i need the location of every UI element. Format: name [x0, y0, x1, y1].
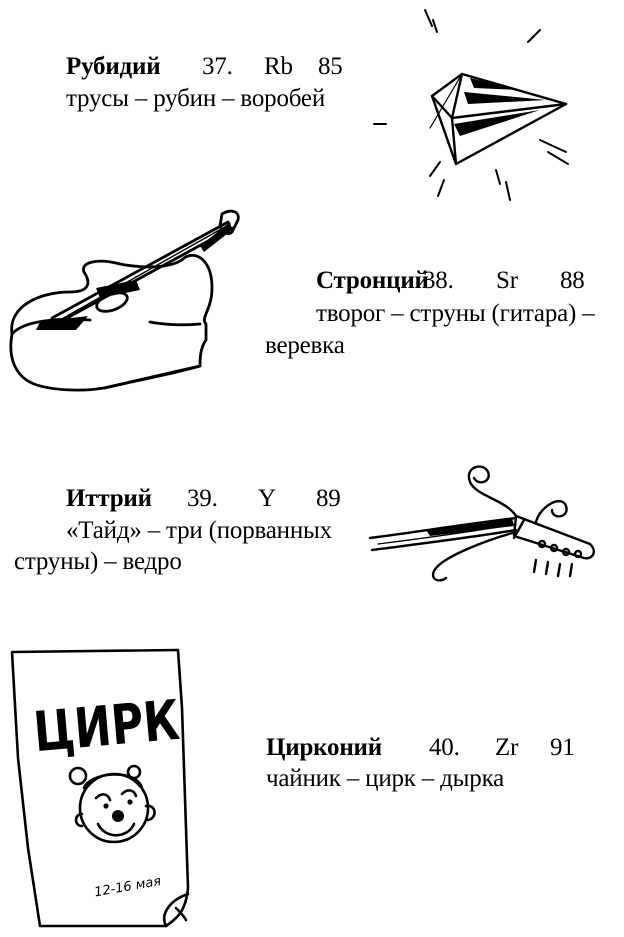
element-symbol: Rb: [264, 53, 293, 80]
element-mass: 88: [560, 267, 585, 294]
element-symbol: Sr: [496, 267, 518, 294]
entry-strontium-associations-1: творог – струны (гитара) –: [316, 300, 595, 327]
entry-zirconium-heading: Цирконий 40. Zr 91: [266, 733, 575, 763]
entry-rubidium-heading: Рубидий 37. Rb 85: [66, 52, 343, 82]
entry-yttrium-heading: Иттрий 39. Y 89: [66, 484, 341, 514]
entry-yttrium-associations-1: «Тайд» – три (порванных: [66, 517, 332, 544]
element-name: Стронций: [316, 267, 429, 294]
circus-poster-icon: ЦИРК 12-16 мая: [10, 648, 198, 936]
guitar-icon: [0, 206, 250, 396]
element-number: 37.: [202, 53, 233, 80]
poster-dates: 12-16 мая: [93, 874, 162, 901]
entry-yttrium-associations-2: струны) – ведро: [14, 548, 182, 575]
element-symbol: Y: [258, 485, 276, 512]
element-name: Рубидий: [66, 53, 161, 80]
ruby-gem-icon: [370, 0, 610, 220]
entry-rubidium-associations: трусы – рубин – воробей: [66, 85, 326, 112]
entry-zirconium-associations: чайник – цирк – дырка: [266, 765, 505, 792]
entry-strontium-associations-2: веревка: [265, 332, 345, 359]
entry-strontium-heading: Стронций 38. Sr 88: [316, 266, 585, 296]
poster-title: ЦИРК: [31, 688, 182, 765]
element-name: Цирконий: [266, 734, 382, 761]
element-name: Иттрий: [66, 485, 152, 512]
broken-strings-icon: [366, 460, 616, 590]
element-number: 38.: [423, 267, 454, 294]
element-number: 40.: [429, 734, 460, 761]
element-mass: 91: [550, 734, 575, 761]
element-mass: 85: [318, 53, 343, 80]
element-symbol: Zr: [495, 734, 519, 761]
element-mass: 89: [316, 485, 341, 512]
element-number: 39.: [187, 485, 218, 512]
